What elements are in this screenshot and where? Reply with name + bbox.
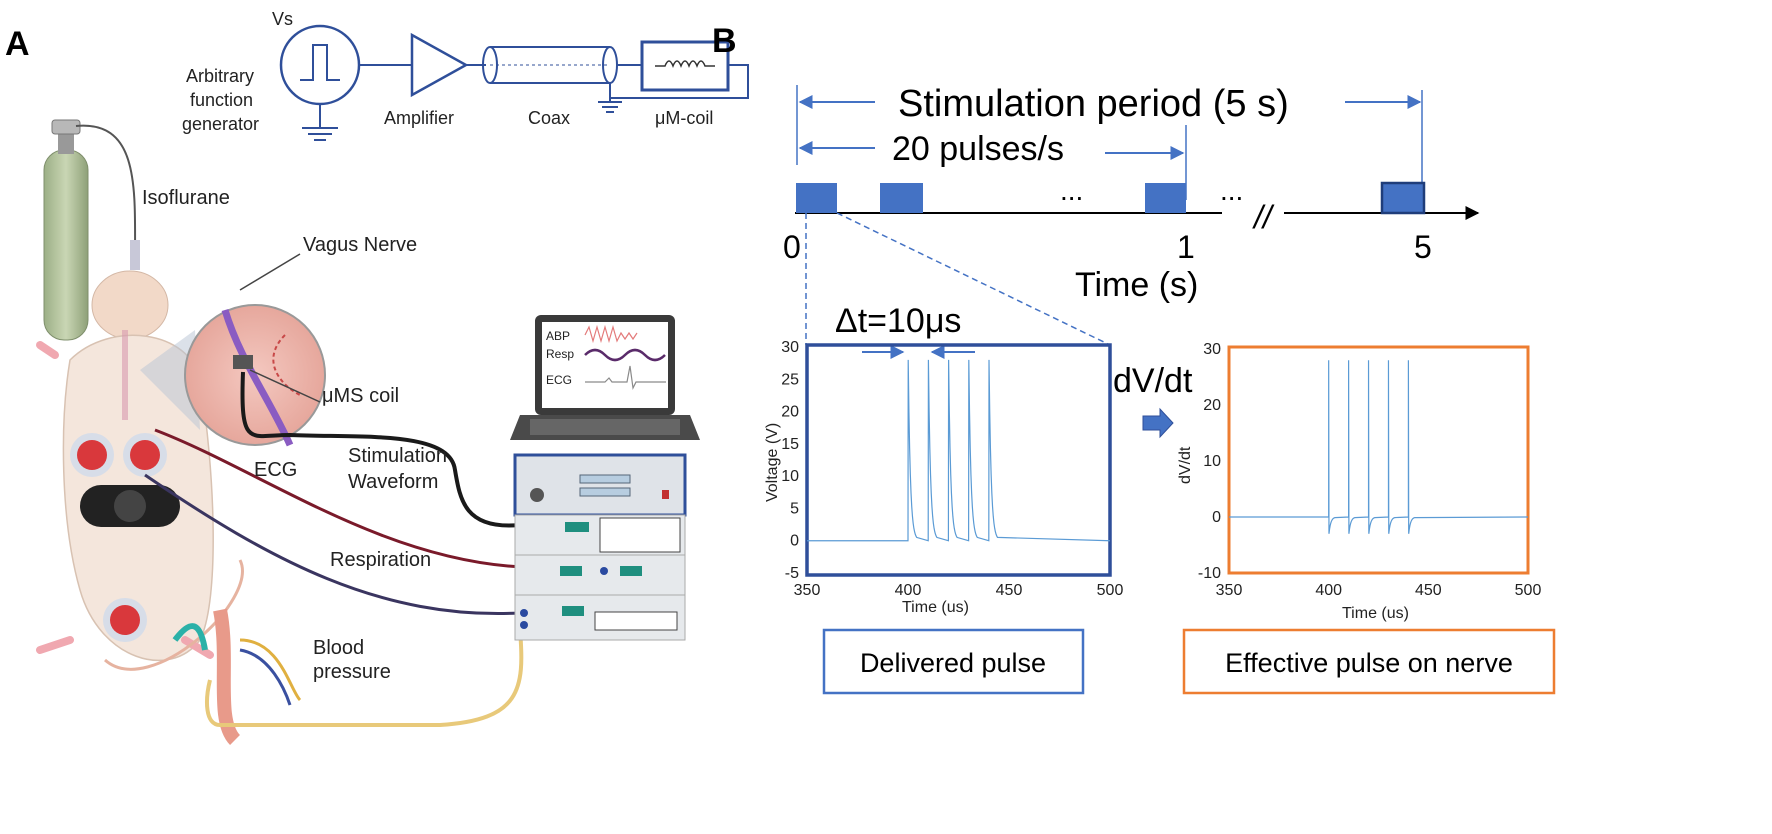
blood-pressure-label-2: pressure <box>313 661 391 683</box>
derivative-chart-xlabel: Time (us) <box>1342 605 1409 622</box>
axis-break-mark: // <box>1252 199 1275 235</box>
x-tick-label-2: 450 <box>1415 582 1442 599</box>
tick-0: 0 <box>783 229 801 265</box>
ums-coil-icon <box>233 355 253 369</box>
voltage-chart-frame <box>805 343 1112 577</box>
ums-coil-label: μMS coil <box>322 385 399 407</box>
pulse-train-block-2 <box>880 183 923 213</box>
ellipsis-1: ... <box>1060 175 1083 206</box>
ecg-electrode-icon-3 <box>110 605 140 635</box>
voltage-source-icon <box>279 24 361 106</box>
y-tick-label-4: 30 <box>1203 341 1221 358</box>
generator-label-2: function <box>190 90 253 110</box>
y-tick-label-1: 0 <box>790 533 799 550</box>
stimulation-timeline: Stimulation period (5 s) 20 pulses/s ...… <box>783 83 1480 346</box>
effective-pulse-label: Effective pulse on nerve <box>1225 648 1513 678</box>
y-tick-label-0: -10 <box>1198 565 1221 582</box>
stimulation-cable <box>240 371 521 528</box>
amplifier-icon <box>410 32 469 98</box>
ecg-cable <box>154 428 523 569</box>
isoflurane-label: Isoflurane <box>142 187 230 209</box>
y-tick-label-2: 5 <box>790 500 799 517</box>
monitor-abp-label: ABP <box>546 329 570 343</box>
isoflurane-tank <box>43 119 140 341</box>
ecg-electrode-icon <box>77 440 107 470</box>
y-tick-label-0: -5 <box>785 565 799 582</box>
delivered-pulse-box <box>822 628 1085 695</box>
amplifier-label: Amplifier <box>384 108 454 128</box>
respiration-cable <box>144 473 521 616</box>
voltage-chart: -5 0 5 10 15 20 25 30 350 400 450 500 Time (us) Vo… <box>764 339 1123 616</box>
rate-label: 20 pulses/s <box>892 130 1064 168</box>
monitor-resp-label: Resp <box>546 347 574 361</box>
coax-cable-icon <box>482 46 618 84</box>
pulse-train-block-3 <box>1145 183 1186 213</box>
effective-pulse-box <box>1182 628 1556 695</box>
derivative-chart: -10 0 10 20 30 350 400 450 500 Time (us) dV/dt <box>1177 341 1541 622</box>
y-tick-label-3: 10 <box>781 468 799 485</box>
timeline-xlabel: Time (s) <box>1075 266 1198 304</box>
voltage-chart-xlabel: Time (us) <box>902 599 969 616</box>
generator-label-3: generator <box>182 114 259 134</box>
blood-pressure-tube <box>205 629 524 727</box>
derivative-trace <box>1229 360 1529 534</box>
derivative-chart-frame <box>1227 345 1530 575</box>
y-tick-label-4: 15 <box>781 436 799 453</box>
coax-label: Coax <box>528 108 570 128</box>
pulse-train-block-1 <box>796 183 837 213</box>
x-tick-label-0: 350 <box>794 582 821 599</box>
laptop-icon: ABP Resp ECG <box>510 315 700 440</box>
ecg-label: ECG <box>254 459 297 481</box>
y-tick-label-2: 10 <box>1203 453 1221 470</box>
generator-label-1: Arbitrary <box>186 66 254 86</box>
y-tick-label-5: 20 <box>781 404 799 421</box>
x-tick-label-3: 500 <box>1097 582 1124 599</box>
tick-1: 1 <box>1177 229 1195 265</box>
y-tick-label-7: 30 <box>781 339 799 356</box>
equipment-stack <box>513 453 687 641</box>
x-tick-label-0: 350 <box>1216 582 1243 599</box>
x-tick-label-1: 400 <box>895 582 922 599</box>
delivered-pulse-label: Delivered pulse <box>860 648 1046 678</box>
catheter-icon <box>172 623 208 651</box>
vagus-nerve-label: Vagus Nerve <box>303 234 417 256</box>
circuit-diagram: Vs Arbitrary function generator Amplifie… <box>182 9 749 141</box>
y-tick-label-6: 25 <box>781 371 799 388</box>
stimulation-label-1: Stimulation <box>348 445 447 467</box>
panel-b-label: B <box>712 22 737 60</box>
pulse-train-block-4 <box>1380 181 1426 215</box>
period-label: Stimulation period (5 s) <box>898 83 1289 125</box>
y-tick-label-3: 20 <box>1203 397 1221 414</box>
stimulation-label-2: Waveform <box>348 471 438 493</box>
dt-label: Δt=10μs <box>835 302 961 340</box>
breathing-tube-icon <box>213 608 241 745</box>
derivative-label: dV/dt <box>1113 362 1193 400</box>
panel-a-label: A <box>5 25 30 63</box>
x-tick-label-2: 450 <box>996 582 1023 599</box>
ellipsis-2: ... <box>1220 175 1243 206</box>
voltage-chart-ylabel: Voltage (V) <box>764 423 781 502</box>
ecg-electrode-icon-2 <box>130 440 160 470</box>
coil-label: μM-coil <box>655 108 713 128</box>
x-tick-label-3: 500 <box>1515 582 1542 599</box>
vagus-nerve-icon <box>221 308 294 447</box>
derivative-chart-ylabel: dV/dt <box>1177 446 1194 484</box>
source-label: Vs <box>272 9 293 29</box>
vagus-zoom-inset <box>140 304 326 447</box>
voltage-trace <box>807 359 1111 542</box>
derivative-arrow-icon <box>1142 407 1174 439</box>
blood-pressure-label-1: Blood <box>313 637 364 659</box>
y-tick-label-1: 0 <box>1212 509 1221 526</box>
rat-illustration <box>36 270 244 745</box>
respiration-label: Respiration <box>330 549 431 571</box>
monitor-ecg-label: ECG <box>546 373 572 387</box>
x-tick-label-1: 400 <box>1315 582 1342 599</box>
tick-5: 5 <box>1414 229 1432 265</box>
